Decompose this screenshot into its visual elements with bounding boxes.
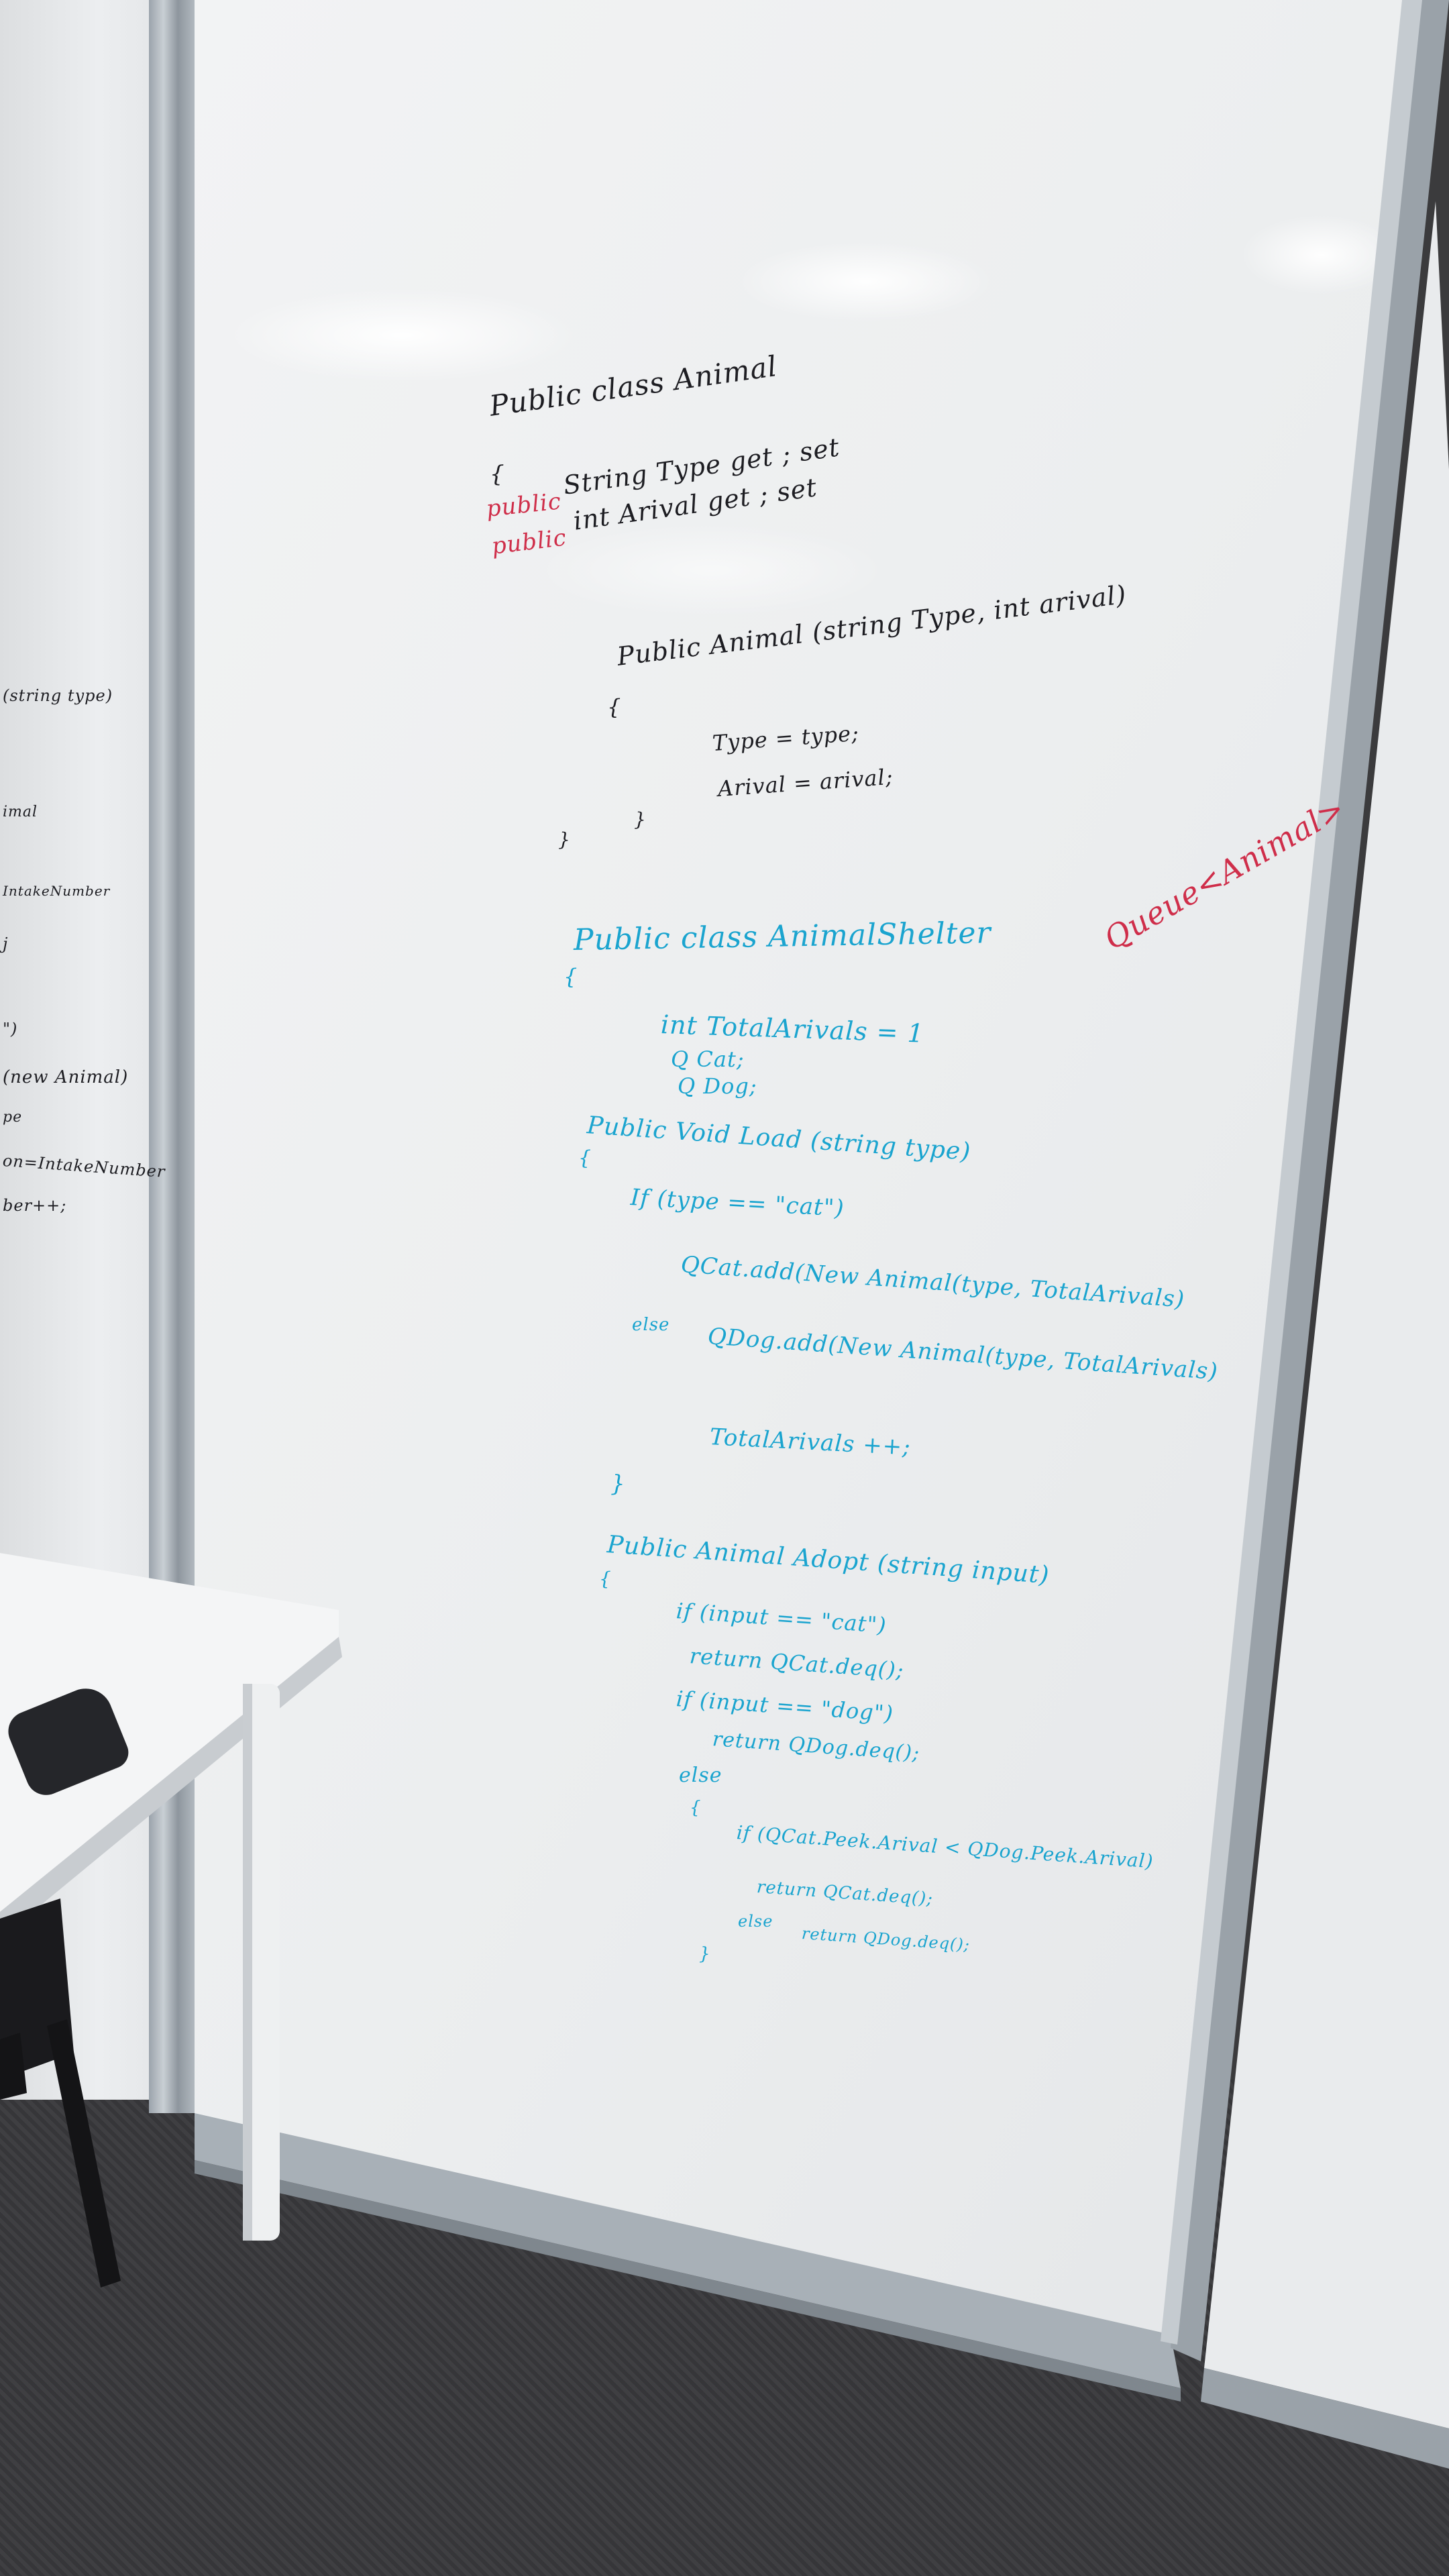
left-fragment-6: (new Animal)	[3, 1067, 129, 1087]
animal-class-close-brace: }	[558, 828, 571, 851]
animal-class-open-brace: {	[490, 461, 505, 488]
cat-queue-field: Q Cat;	[671, 1046, 745, 1072]
left-fragment-3: IntakeNumber	[3, 883, 111, 899]
left-fragment-2: imal	[3, 804, 38, 820]
constructor-open-brace: {	[607, 694, 622, 720]
load-open-brace: {	[578, 1146, 592, 1170]
left-fragment-5: ")	[3, 1020, 18, 1038]
adopt-open-brace: {	[599, 1568, 612, 1590]
left-fragment-9: ber++;	[3, 1196, 67, 1215]
load-else: else	[632, 1315, 670, 1335]
left-fragment-1: (string type)	[3, 686, 113, 705]
left-fragment-4: j	[3, 934, 9, 953]
left-fragment-7: pe	[3, 1109, 23, 1126]
shelter-open-brace: {	[564, 964, 578, 989]
constructor-close-brace: }	[634, 808, 647, 830]
load-close-brace: }	[610, 1470, 626, 1497]
shelter-class-header: Public class AnimalShelter	[573, 916, 991, 957]
adopt-close-brace: }	[699, 1944, 711, 1964]
adopt-inner-else: else	[738, 1912, 773, 1931]
dog-queue-field: Q Dog;	[678, 1073, 757, 1099]
adopt-else: else	[679, 1764, 722, 1787]
adopt-else-open-brace: {	[690, 1798, 702, 1818]
